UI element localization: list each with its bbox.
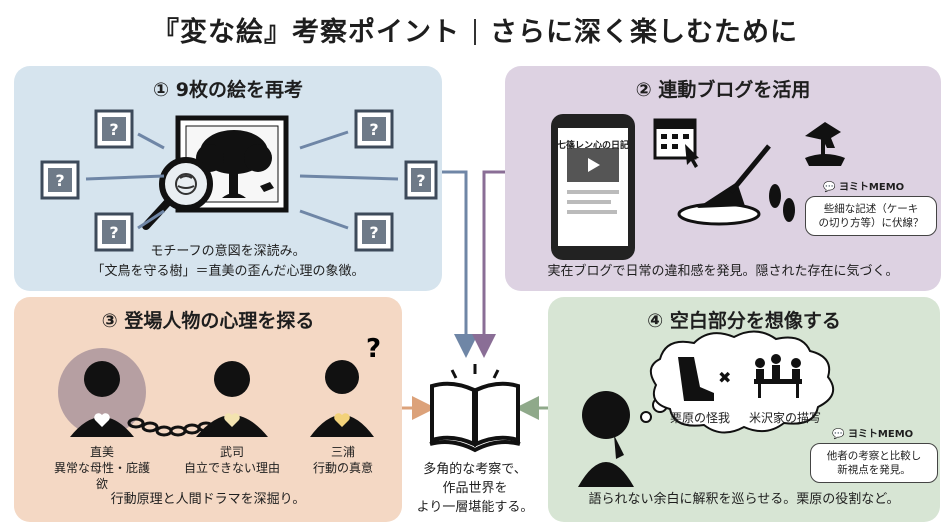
title-divider — [474, 19, 476, 45]
panel-rethink-paintings: ① 9枚の絵を再考 — [14, 66, 442, 291]
panel-caption: 語られない余白に解釈を巡らせる。栗原の役割など。 — [588, 492, 900, 507]
character-name: 武司 — [219, 445, 244, 459]
character-name: 三浦 — [330, 445, 355, 459]
chat-icon: 💬 — [823, 182, 836, 193]
memo-label: 💬 ヨミトMEMO — [823, 178, 904, 193]
tree-frame-icon — [175, 115, 289, 213]
thinking-head-icon — [578, 391, 634, 487]
conclusion-line: 作品世界を — [442, 481, 508, 496]
panel-imagine-gaps: ④ 空白部分を想像する ✖ 栗原の怪我 米沢家の描写 💬 ヨミトMEMO 他者の… — [548, 297, 940, 522]
panel-caption: 行動原理と人間ドラマを深掘り。 — [110, 492, 306, 507]
svg-text:?: ? — [369, 223, 378, 242]
svg-text:?: ? — [109, 120, 118, 139]
title-sub: さらに深く楽しむために — [490, 17, 798, 48]
caption-line: モチーフの意図を深読み。 — [150, 244, 306, 259]
page-title: 『変な絵』考察ポイントさらに深く楽しむために — [0, 10, 950, 49]
phone-screen-title: 七篠レン心の日記 — [557, 141, 630, 151]
panel-heading: ② 連動ブログを活用 — [635, 79, 811, 101]
question-icon: ? — [366, 334, 381, 364]
conclusion-line: 多角的な考察で、 — [423, 462, 527, 477]
svg-text:?: ? — [416, 171, 425, 190]
footprint-icon — [769, 184, 795, 222]
memo-note: 些細な記述（ケーキ の切り方等）に伏線？ — [805, 196, 937, 236]
title-main: 『変な絵』考察ポイント — [152, 17, 460, 48]
central-conclusion: 多角的な考察で、 作品世界を より一層堪能する。 — [405, 460, 545, 517]
character-label: 三浦 行動の真意 — [298, 444, 388, 476]
paintings-illustration: ??? ??? — [40, 109, 438, 252]
panel-caption: 実在ブログで日常の違和感を発見。隠された存在に気づく。 — [547, 264, 899, 279]
chat-icon: 💬 — [832, 429, 845, 440]
memo-label-text: ヨミトMEMO — [847, 429, 914, 440]
cake-knife-icon — [677, 144, 771, 226]
characters-illustration: ? — [58, 334, 381, 437]
panel-character-psychology: ③ 登場人物の心理を探る ? 直美 異常な母性・庇護欲 武司 自立できない理由 — [14, 297, 402, 522]
caption-line: 「文鳥を守る樹」＝直美の歪んだ心理の象徴。 — [91, 264, 365, 279]
memo-line: 些細な記述（ケーキ — [823, 203, 919, 215]
panel-heading: ③ 登場人物の心理を探る — [101, 310, 315, 332]
character-desc: 自立できない理由 — [183, 461, 280, 475]
imagination-illustration: ✖ — [578, 330, 835, 487]
thought-bubble — [640, 330, 835, 434]
character-desc: 異常な母性・庇護欲 — [53, 461, 150, 491]
panel-use-blog: ② 連動ブログを活用 七篠レン心 — [505, 66, 941, 291]
panel-heading: ① 9枚の絵を再考 — [153, 79, 303, 101]
tree-figure-icon — [805, 122, 845, 166]
memo-label-text: ヨミトMEMO — [838, 182, 905, 193]
panel-heading: ④ 空白部分を想像する — [647, 310, 841, 332]
memo-line: の切り方等）に伏線？ — [818, 217, 924, 229]
character-label: 武司 自立できない理由 — [182, 444, 282, 476]
memo-line: 新視点を発見。 — [837, 464, 911, 476]
memo-line: 他者の考察と比較し — [826, 450, 922, 462]
injured-leg-icon: ✖ — [678, 357, 731, 401]
character-label: 直美 異常な母性・庇護欲 — [52, 444, 152, 492]
memo-note: 他者の考察と比較し 新視点を発見。 — [810, 443, 938, 483]
heart-icon — [94, 413, 350, 427]
character-desc: 行動の真意 — [312, 461, 373, 475]
conclusion-line: より一層堪能する。 — [416, 500, 534, 515]
blog-illustration — [551, 114, 845, 260]
memo-label: 💬 ヨミトMEMO — [832, 425, 913, 440]
bubble-label: 栗原の怪我 — [669, 411, 730, 425]
open-book-icon — [429, 364, 521, 453]
family-table-icon — [754, 354, 802, 398]
svg-text:?: ? — [369, 120, 378, 139]
panel-caption: モチーフの意図を深読み。 「文鳥を守る樹」＝直美の歪んだ心理の象徴。 — [14, 242, 442, 282]
arrow-from-panel-1 — [442, 170, 478, 358]
svg-text:?: ? — [109, 223, 118, 242]
character-name: 直美 — [89, 445, 114, 459]
calendar-icon — [653, 118, 699, 168]
chain-icon — [127, 417, 215, 437]
arrow-from-panel-2 — [472, 170, 505, 358]
bubble-label: 米沢家の描写 — [748, 411, 821, 425]
svg-text:?: ? — [55, 171, 64, 190]
svg-text:✖: ✖ — [718, 368, 731, 387]
smartphone-icon — [551, 114, 635, 260]
